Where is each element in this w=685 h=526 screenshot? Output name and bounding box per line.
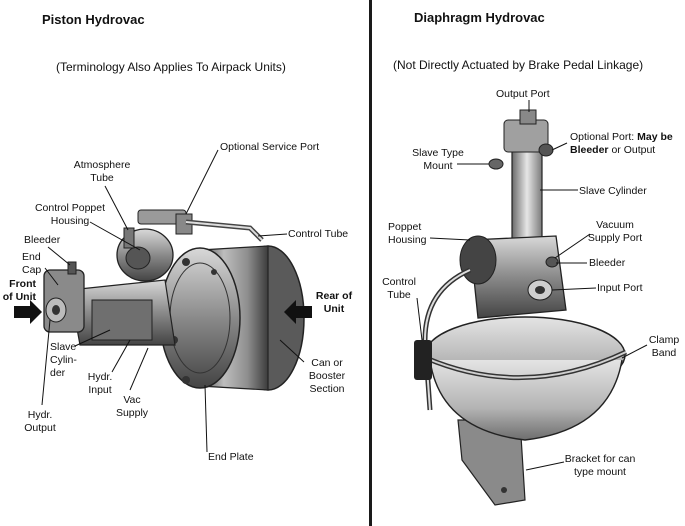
label-poppet-housing-line2: Housing [388, 234, 427, 246]
label-control-tube-right-line2: Tube [387, 289, 411, 301]
label-front-line1: Front [9, 278, 36, 290]
right-title: Diaphragm Hydrovac [414, 10, 545, 25]
label-end-plate: End Plate [208, 451, 254, 463]
label-bleeder-right: Bleeder [589, 257, 626, 269]
label-control-tube-right: Control Tube [377, 276, 421, 302]
label-rear-line2: Unit [323, 303, 345, 315]
right-subtitle: (Not Directly Actuated by Brake Pedal Li… [393, 58, 644, 72]
label-slave-cyl-line1: Slave [50, 341, 77, 353]
label-poppet-housing: Poppet Housing [388, 221, 427, 247]
label-end-cap: End Cap [22, 251, 41, 277]
label-atmosphere-tube: Atmosphere Tube [62, 159, 142, 185]
label-can-booster-line1: Can or [311, 357, 343, 369]
label-output-port: Output Port [496, 88, 550, 100]
label-clamp-band-line1: Clamp [648, 334, 680, 346]
label-optional-port-bold2: Bleeder [570, 144, 609, 156]
label-can-booster-section: Can or Booster Section [302, 357, 352, 396]
label-vac-supply-line1: Vac [123, 394, 141, 406]
label-vacuum-supply-line2: Supply Port [587, 232, 643, 244]
label-control-poppet-line1: Control Poppet [34, 202, 106, 214]
label-hydr-input-line2: Input [88, 384, 112, 396]
label-rear-of-unit: Rear of Unit [312, 290, 356, 316]
label-slave-cyl-line2: Cylin- [50, 354, 77, 366]
label-slave-cylinder-right: Slave Cylinder [579, 185, 647, 197]
label-optional-port: Optional Port: May be Bleeder or Output [570, 131, 673, 157]
label-hydr-output-line2: Output [24, 422, 56, 434]
label-control-tube-right-line1: Control [382, 276, 416, 288]
piston-hydrovac-drawing [14, 149, 312, 453]
label-poppet-housing-line1: Poppet [388, 221, 422, 233]
label-bracket-line1: Bracket for can [564, 453, 636, 465]
label-slave-cyl-line3: der [50, 367, 66, 379]
label-can-booster-line3: Section [309, 383, 345, 395]
label-can-booster-line2: Booster [308, 370, 346, 382]
label-front-of-unit: Front of Unit [0, 278, 36, 304]
label-rear-line1: Rear of [315, 290, 353, 302]
label-slave-type-mount: Slave Type Mount [405, 147, 471, 173]
label-atmosphere-tube-line1: Atmosphere [73, 159, 131, 171]
label-optional-port-prefix: Optional Port: [570, 131, 638, 143]
label-vac-supply-line2: Supply [115, 407, 149, 419]
label-atmosphere-tube-line2: Tube [90, 172, 114, 184]
label-hydr-output-line1: Hydr. [27, 409, 53, 421]
label-clamp-band-line2: Band [651, 347, 677, 359]
label-input-port: Input Port [597, 282, 643, 294]
label-vac-supply: Vac Supply [110, 394, 154, 420]
diaphragm-hydrovac-drawing [414, 100, 648, 506]
label-control-tube: Control Tube [288, 228, 349, 240]
label-bracket-line2: type mount [574, 466, 626, 478]
label-end-cap-line1: End [22, 251, 41, 263]
label-hydr-input: Hydr. Input [80, 371, 120, 397]
label-control-poppet-line2: Housing [50, 215, 90, 227]
label-optional-service-port: Optional Service Port [220, 141, 320, 153]
label-hydr-input-line1: Hydr. [87, 371, 113, 383]
left-subtitle: (Terminology Also Applies To Airpack Uni… [56, 60, 286, 74]
label-slave-type-mount-line2: Mount [423, 160, 453, 172]
label-vacuum-supply-line1: Vacuum [596, 219, 634, 231]
label-optional-port-bold1: May be [637, 131, 673, 143]
label-bleeder-left: Bleeder [24, 234, 61, 246]
label-bracket: Bracket for can type mount [552, 453, 648, 479]
label-hydr-output: Hydr. Output [20, 409, 60, 435]
label-slave-type-mount-line1: Slave Type [412, 147, 464, 159]
label-control-poppet-housing: Control Poppet Housing [20, 202, 120, 228]
label-clamp-band: Clamp Band [644, 334, 684, 360]
label-front-line2: of Unit [2, 291, 36, 303]
label-vacuum-supply-port: Vacuum Supply Port [580, 219, 650, 245]
panel-divider [369, 0, 372, 526]
label-end-cap-line2: Cap [22, 264, 42, 276]
label-optional-port-suffix: or Output [608, 144, 656, 156]
label-slave-cylinder-left: Slave Cylin- der [50, 341, 77, 380]
left-title: Piston Hydrovac [42, 12, 145, 27]
